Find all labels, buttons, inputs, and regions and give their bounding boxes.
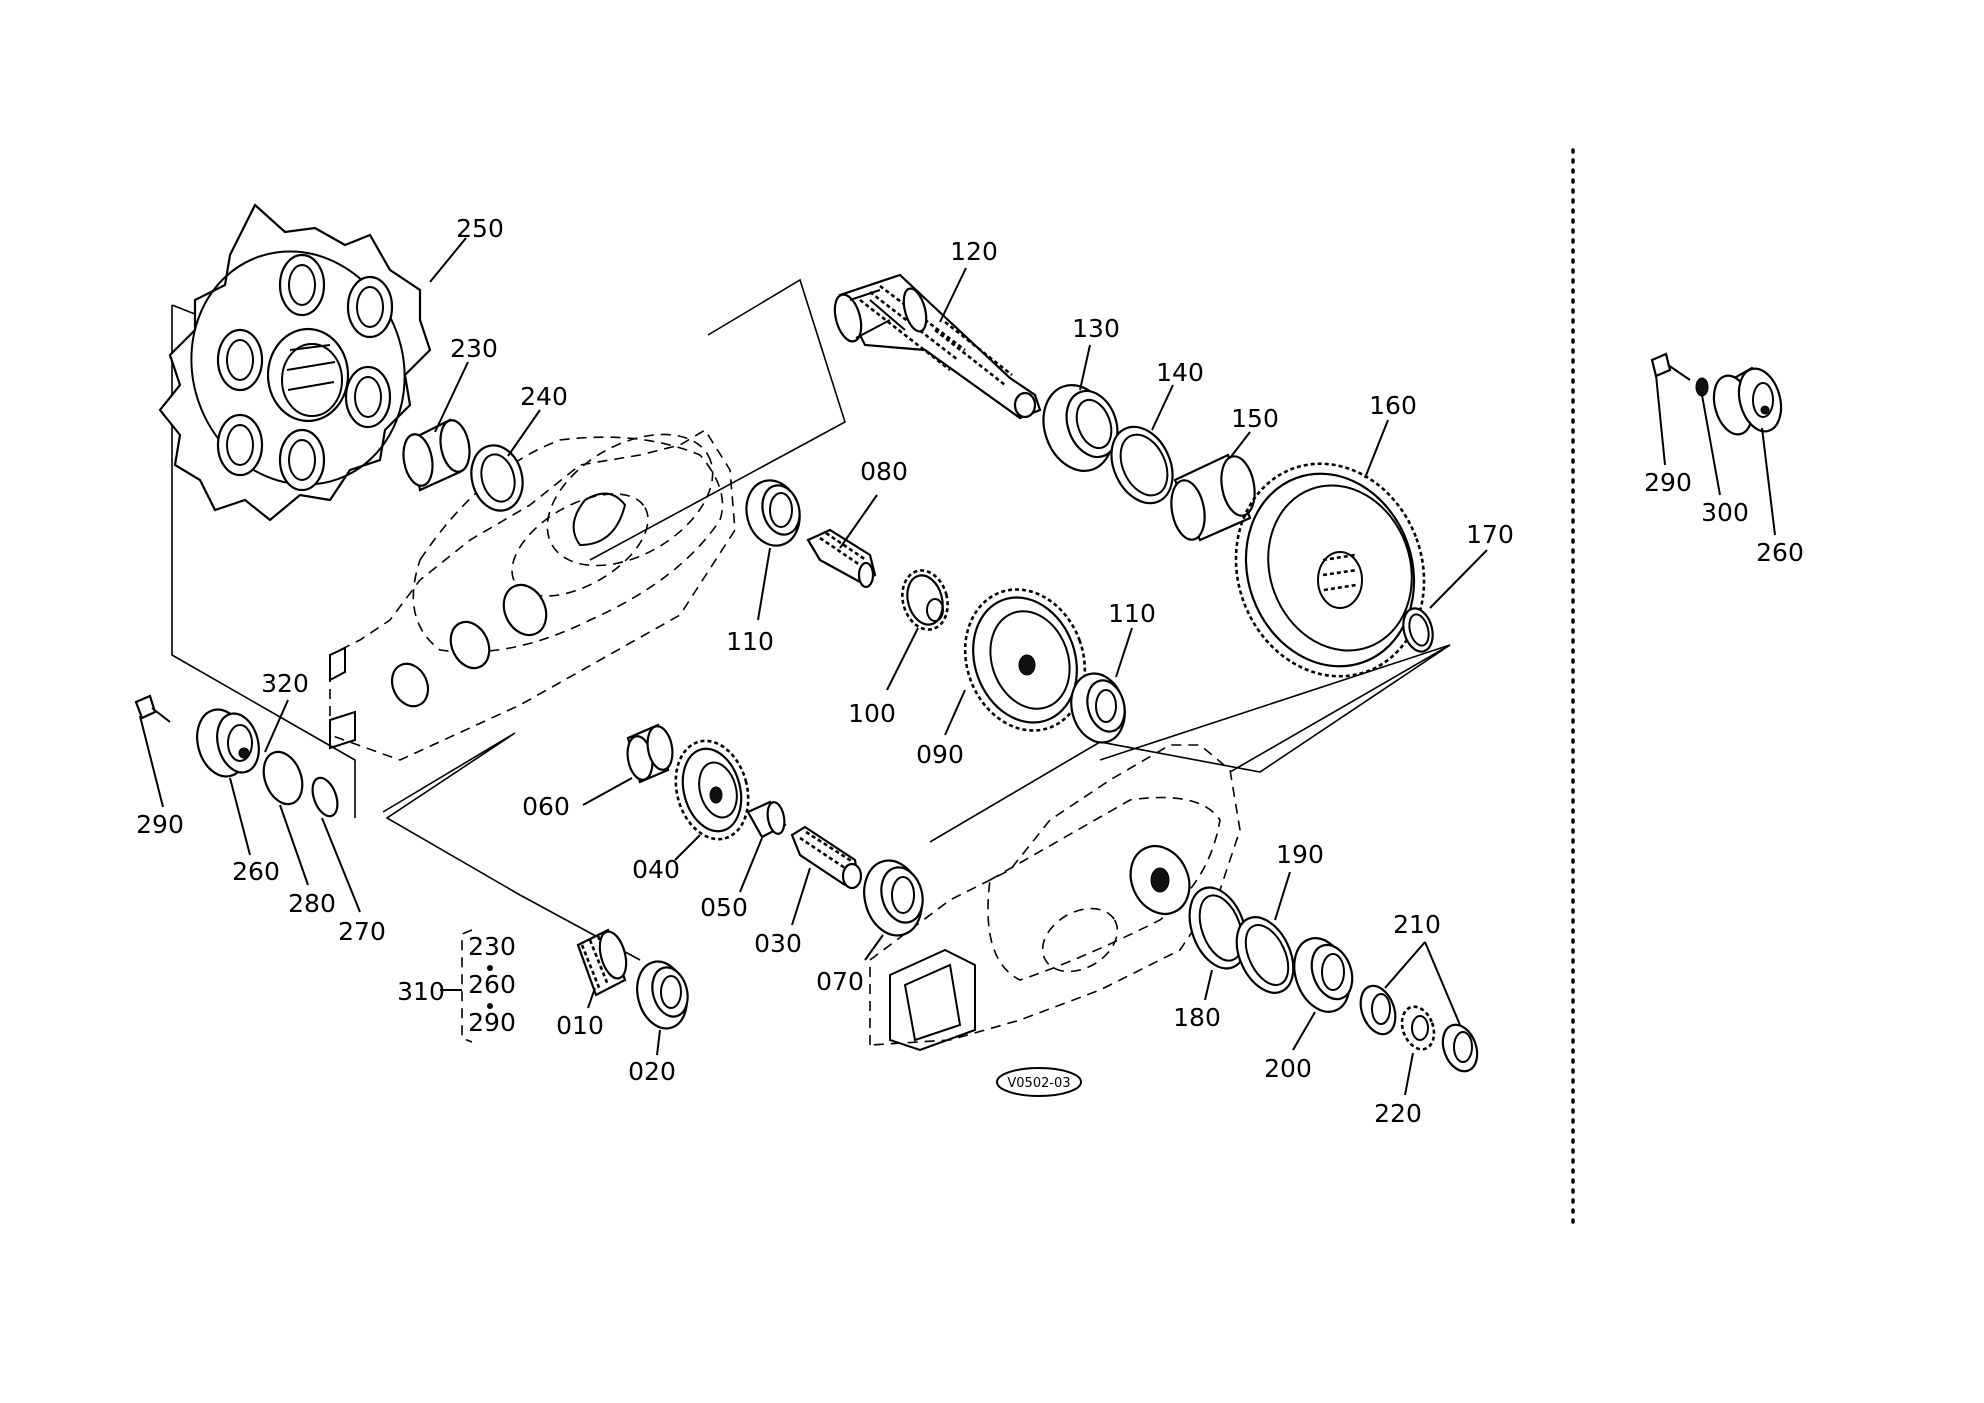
bolt-290-right (1650, 352, 1691, 381)
bolt-290-left (134, 694, 171, 723)
callout-070: 070 (816, 967, 864, 996)
kit-member-260: 260 (468, 970, 516, 999)
bearing-070 (863, 859, 924, 937)
callout-310: 310 (397, 977, 445, 1006)
callout-210: 210 (1393, 910, 1441, 939)
callout-300: 300 (1701, 498, 1749, 527)
nut-210-a (1359, 984, 1397, 1036)
circlip-140 (1110, 425, 1174, 505)
drawing-code: V0502-03 (1007, 1076, 1070, 1091)
shaft-030 (790, 825, 863, 890)
callout-140: 140 (1156, 358, 1204, 387)
frame-lines (171, 278, 1451, 961)
left-housing (329, 428, 736, 761)
callout-060: 060 (522, 792, 570, 821)
callout-200: 200 (1264, 1054, 1312, 1083)
nut-210-b (1441, 1023, 1479, 1073)
kit-member-290: 290 (468, 1008, 516, 1037)
callout-280: 280 (288, 889, 336, 918)
callout-290-right: 290 (1644, 468, 1692, 497)
collar-150 (1170, 453, 1256, 542)
sprocket-250 (158, 203, 432, 522)
callout-230: 230 (450, 334, 498, 363)
callout-180: 180 (1173, 1003, 1221, 1032)
callout-110-upper: 110 (726, 627, 774, 656)
right-housing (869, 744, 1241, 1052)
gear-040 (674, 739, 750, 841)
gear-090 (963, 588, 1087, 732)
gear-100 (901, 569, 949, 631)
seal-240 (470, 444, 524, 512)
callout-labels: 250 230 240 120 130 140 150 160 170 080 … (136, 214, 1804, 1128)
callout-130: 130 (1072, 314, 1120, 343)
washer-300 (1695, 377, 1709, 397)
kit-member-230: 230 (468, 932, 516, 961)
callout-030: 030 (754, 929, 802, 958)
callout-080: 080 (860, 457, 908, 486)
callout-150: 150 (1231, 404, 1279, 433)
callout-320: 320 (261, 669, 309, 698)
bushing-230 (402, 418, 471, 492)
bearing-260-right (1712, 366, 1783, 436)
gear-010 (576, 928, 628, 997)
callout-010: 010 (556, 1011, 604, 1040)
shaft-080 (806, 528, 877, 589)
bearing-130 (1042, 384, 1119, 472)
bearing-110-upper (745, 479, 801, 547)
callout-100: 100 (848, 699, 896, 728)
ring-190 (1235, 916, 1295, 994)
bearing-260-left (196, 708, 260, 778)
callout-250: 250 (456, 214, 504, 243)
shaft-120 (833, 273, 1042, 420)
bearing-060 (626, 723, 674, 784)
bearing-020 (636, 960, 689, 1030)
ring-170 (1402, 607, 1434, 653)
callout-240: 240 (520, 382, 568, 411)
callout-110-lower: 110 (1108, 599, 1156, 628)
circlip-180 (1188, 886, 1248, 970)
bearing-200 (1293, 937, 1354, 1013)
callout-160: 160 (1369, 391, 1417, 420)
callout-120: 120 (950, 237, 998, 266)
drawing-code-badge: V0502-03 (996, 1067, 1082, 1097)
leader-lines (139, 237, 1776, 1096)
callout-020: 020 (628, 1057, 676, 1086)
callout-270: 270 (338, 917, 386, 946)
callout-090: 090 (916, 740, 964, 769)
bushing-050 (746, 800, 787, 839)
callout-040: 040 (632, 855, 680, 884)
callout-260-right: 260 (1756, 538, 1804, 567)
bearing-110-lower (1070, 672, 1126, 744)
ring-270 (311, 776, 339, 818)
callout-290-left: 290 (136, 810, 184, 839)
callout-190: 190 (1276, 840, 1324, 869)
callout-050: 050 (700, 893, 748, 922)
ring-280 (262, 750, 304, 806)
gear-160 (1234, 462, 1426, 678)
callout-170: 170 (1466, 520, 1514, 549)
callout-260-left: 260 (232, 857, 280, 886)
callout-220: 220 (1374, 1099, 1422, 1128)
washer-220 (1400, 1005, 1436, 1051)
kit-310-bracket (440, 929, 493, 1043)
